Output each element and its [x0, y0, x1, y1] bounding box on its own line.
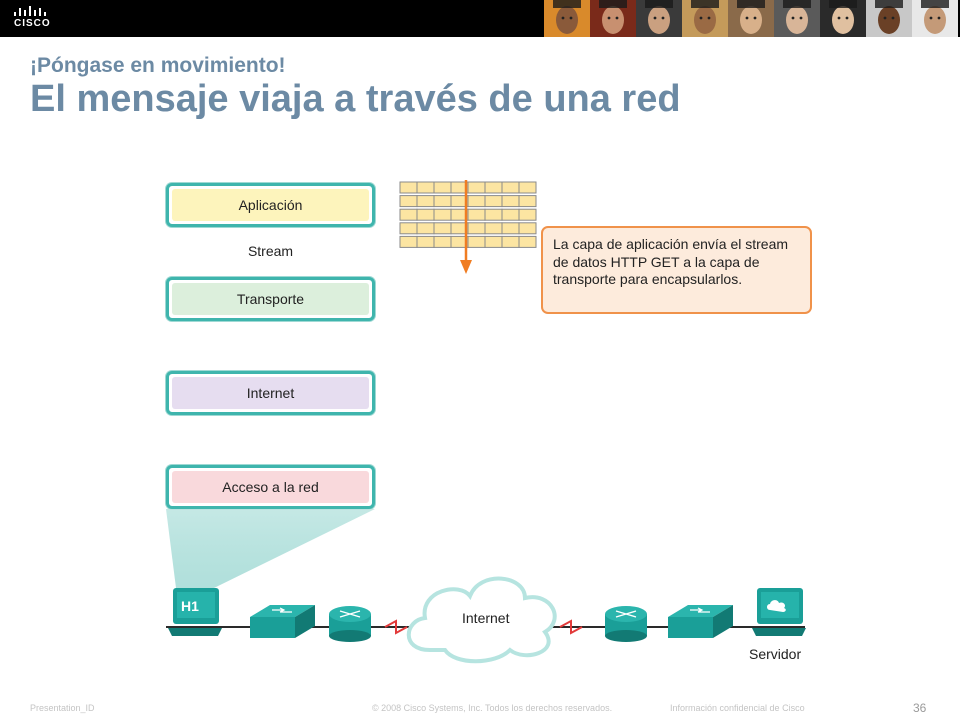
data-block	[433, 195, 452, 208]
footer-copyright: © 2008 Cisco Systems, Inc. Todos los der…	[372, 703, 613, 713]
data-block	[501, 208, 520, 221]
layer-internet: Internet	[166, 371, 375, 415]
header-bar: CISCO	[0, 0, 960, 37]
data-block	[518, 222, 537, 235]
data-block	[416, 208, 435, 221]
header-photo	[866, 0, 912, 37]
data-block	[518, 235, 537, 248]
data-block	[467, 181, 486, 194]
footer-presentation-id: Presentation_ID	[30, 703, 95, 713]
router-icon	[605, 606, 647, 642]
data-block	[484, 208, 503, 221]
header-photo	[682, 0, 728, 37]
layer-internet-label: Internet	[172, 377, 369, 409]
layer-transport-label: Transporte	[172, 283, 369, 315]
data-block	[399, 195, 418, 208]
data-block	[416, 181, 435, 194]
serial-link-right	[559, 619, 583, 635]
data-block	[467, 235, 486, 248]
stream-label: Stream	[247, 243, 294, 259]
router-icon	[329, 606, 371, 642]
slide-title: El mensaje viaja a través de una red	[30, 78, 681, 120]
cloud-label: Internet	[462, 610, 510, 626]
header-photo	[544, 0, 590, 37]
cisco-logo-icon	[14, 6, 46, 16]
data-block	[399, 222, 418, 235]
layer-transport: Transporte	[166, 277, 375, 321]
data-stream-blocks	[399, 181, 537, 248]
host-label: H1	[181, 598, 199, 614]
data-block	[433, 181, 452, 194]
layer-highlight-beam	[166, 509, 375, 588]
data-block	[399, 181, 418, 194]
data-block	[467, 208, 486, 221]
header-photo	[590, 0, 636, 37]
data-block	[467, 195, 486, 208]
brand-name: CISCO	[14, 18, 51, 29]
switch-icon	[250, 605, 315, 638]
server-label: Servidor	[749, 646, 802, 662]
data-block	[433, 222, 452, 235]
data-block	[518, 181, 537, 194]
header-photo	[912, 0, 958, 37]
data-block	[484, 222, 503, 235]
down-arrow-icon	[460, 180, 472, 274]
header-photo	[820, 0, 866, 37]
data-block	[501, 195, 520, 208]
data-block	[467, 222, 486, 235]
data-block	[501, 222, 520, 235]
data-block	[416, 222, 435, 235]
data-block	[484, 181, 503, 194]
data-block	[518, 195, 537, 208]
data-block	[433, 208, 452, 221]
data-block	[416, 195, 435, 208]
switch-icon	[668, 605, 733, 638]
photo-strip	[544, 0, 958, 37]
host-computer-icon	[168, 588, 222, 636]
slide-subtitle: ¡Póngase en movimiento!	[30, 54, 286, 77]
footer-confidential: Información confidencial de Cisco	[670, 703, 805, 713]
header-photo	[728, 0, 774, 37]
page-number: 36	[913, 701, 927, 715]
data-block	[484, 195, 503, 208]
serial-link-left	[384, 619, 408, 635]
server-computer-icon	[752, 588, 806, 636]
data-block	[501, 235, 520, 248]
layer-application: Aplicación	[166, 183, 375, 227]
data-block	[518, 208, 537, 221]
layer-network-access-label: Acceso a la red	[172, 471, 369, 503]
data-block	[399, 208, 418, 221]
data-block	[399, 235, 418, 248]
data-block	[416, 235, 435, 248]
header-photo	[774, 0, 820, 37]
data-block	[501, 181, 520, 194]
layer-application-label: Aplicación	[172, 189, 369, 221]
callout-box: La capa de aplicación envía el stream de…	[541, 226, 812, 314]
data-block	[484, 235, 503, 248]
header-photo	[636, 0, 682, 37]
data-block	[433, 235, 452, 248]
internet-cloud-icon	[406, 576, 557, 664]
layer-network-access: Acceso a la red	[166, 465, 375, 509]
